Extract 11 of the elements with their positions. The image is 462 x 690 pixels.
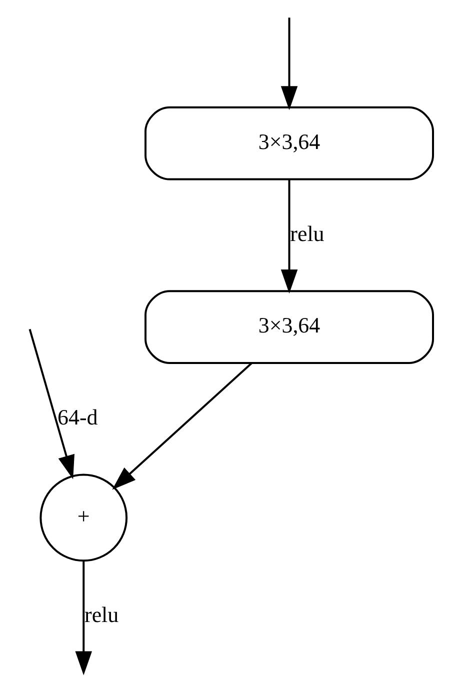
- arrow: [75, 560, 92, 676]
- node-circle: +: [40, 474, 128, 562]
- edge-label: relu: [290, 220, 324, 246]
- edge-label: 64-d: [58, 404, 98, 430]
- arrow: [280, 180, 298, 294]
- edge-label: relu: [84, 602, 119, 628]
- arrow: [112, 362, 252, 490]
- node-box: 3×3,64: [144, 106, 434, 180]
- arrow: [28, 328, 74, 480]
- node-box: 3×3,64: [144, 290, 434, 364]
- arrow: [280, 18, 298, 110]
